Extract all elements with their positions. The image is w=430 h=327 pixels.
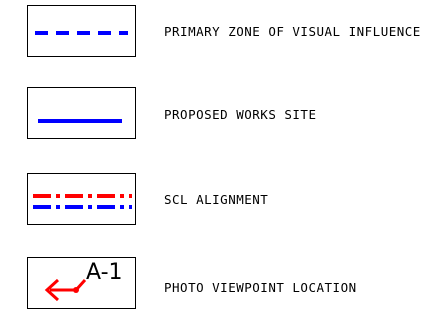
legend-row-photo-viewpoint: A-1 PHOTO VIEWPOINT LOCATION: [0, 256, 430, 316]
red-blue-dash-dot-line-icon: [33, 194, 132, 209]
proposed-works-label: PROPOSED WORKS SITE: [164, 107, 317, 122]
photo-viewpoint-label: PHOTO VIEWPOINT LOCATION: [164, 280, 357, 295]
blue-solid-line-icon: [38, 119, 122, 123]
viewpoint-tag-label: A-1: [86, 260, 123, 285]
blue-dashed-line-icon: [35, 31, 128, 35]
scl-alignment-symbol-box: [27, 173, 136, 225]
proposed-works-symbol-box: [27, 87, 136, 139]
red-arrow-viewpoint-icon: [44, 278, 87, 302]
legend-row-scl-alignment: SCL ALIGNMENT: [0, 171, 430, 231]
primary-zone-label: PRIMARY ZONE OF VISUAL INFLUENCE: [164, 24, 421, 39]
legend-row-proposed-works-site: PROPOSED WORKS SITE: [0, 85, 430, 145]
primary-zone-symbol-box: [27, 5, 136, 57]
photo-viewpoint-symbol-box: A-1: [27, 257, 136, 309]
scl-alignment-label: SCL ALIGNMENT: [164, 192, 269, 207]
legend-row-primary-zone: PRIMARY ZONE OF VISUAL INFLUENCE: [0, 4, 430, 64]
